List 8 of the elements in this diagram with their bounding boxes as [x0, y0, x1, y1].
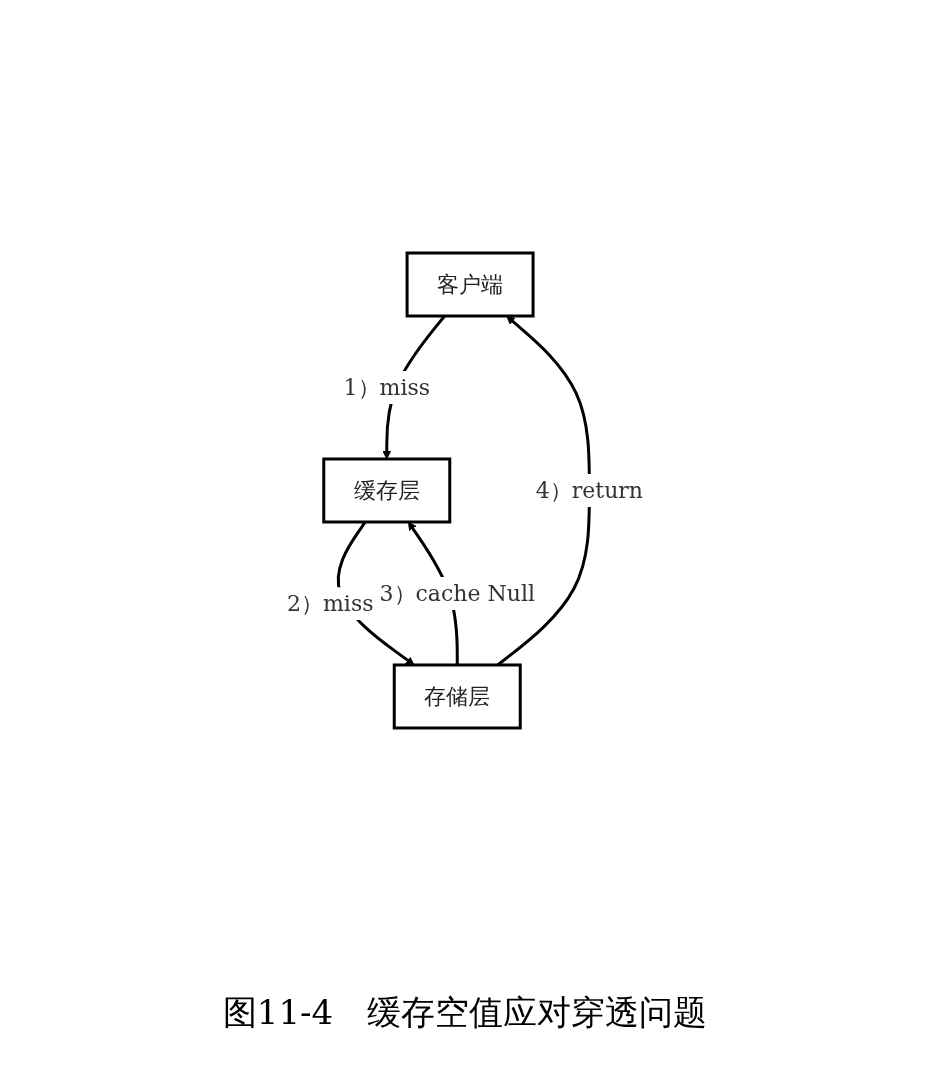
edge-label: 1）miss — [343, 374, 430, 400]
edge-label: 2）miss — [286, 590, 374, 616]
edge-label: 3）cache Null — [379, 580, 535, 606]
figure-caption: 图11-4 缓存空值应对穿透问题 — [222, 991, 708, 1034]
node-box: 客户端 — [405, 251, 535, 317]
node-box: 存储层 — [392, 663, 522, 729]
node-box: 缓存层 — [322, 457, 452, 523]
edge-label: 4）return — [535, 477, 644, 503]
